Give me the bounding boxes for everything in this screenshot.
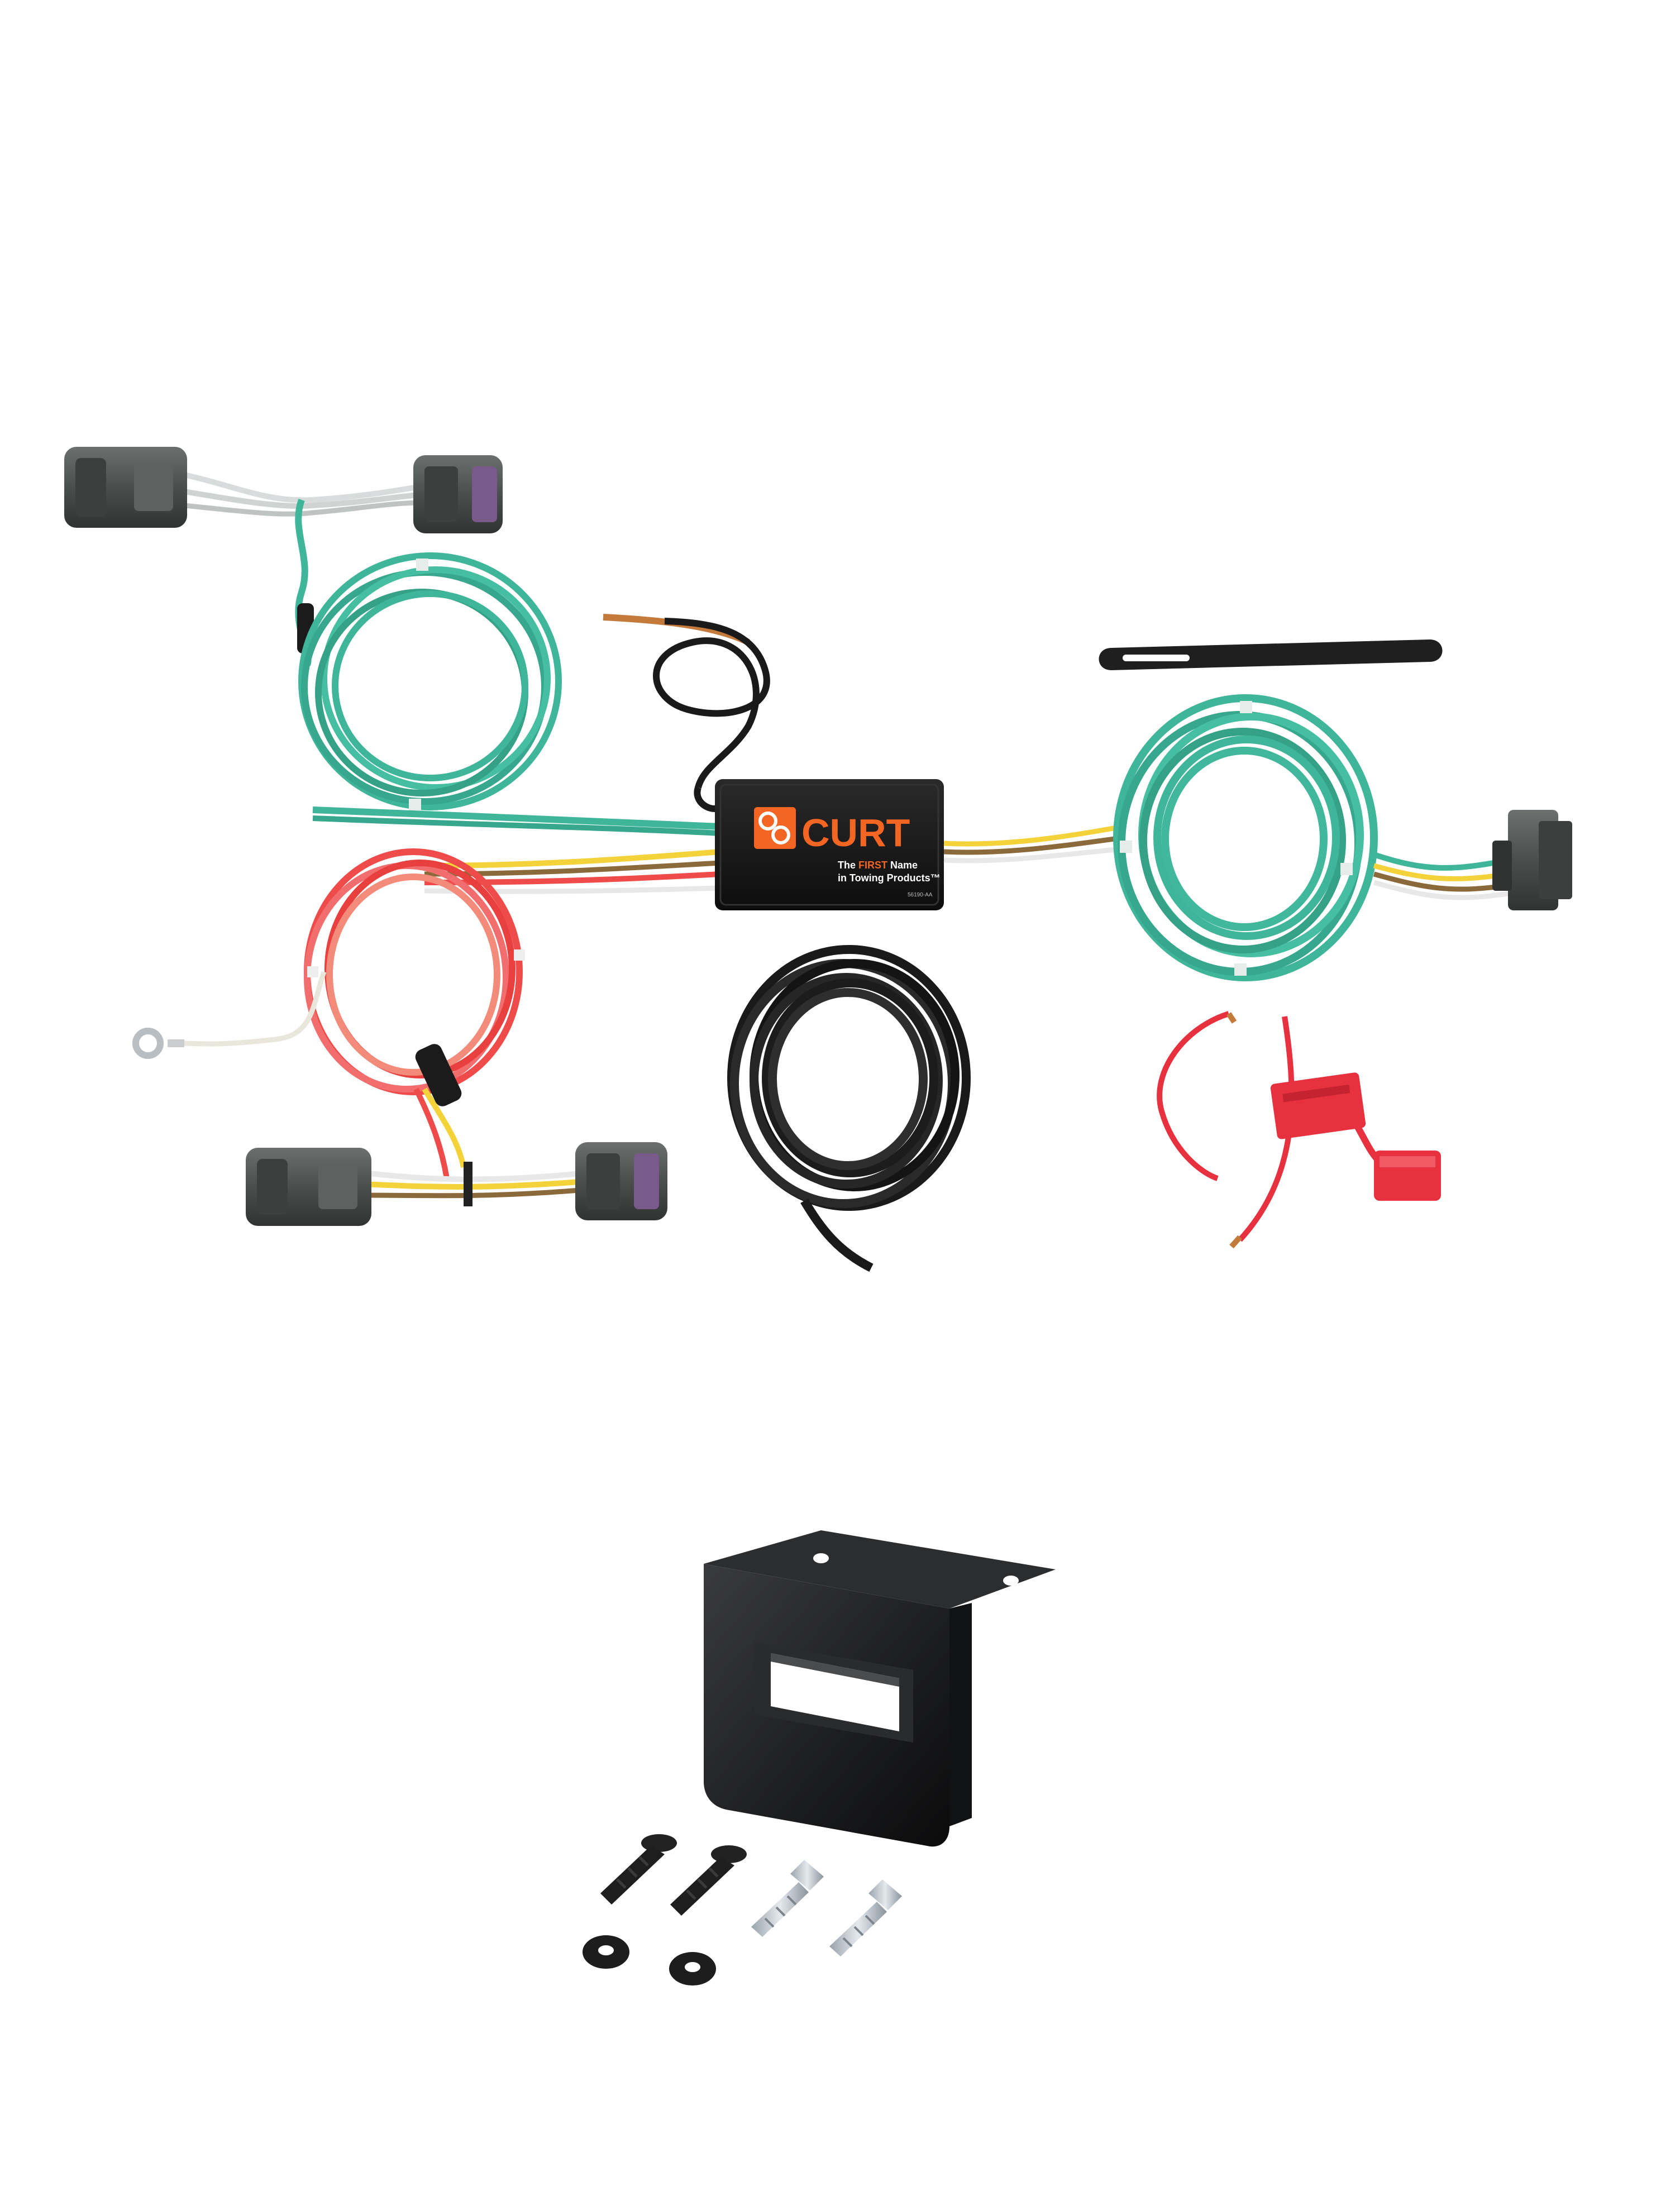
module-tagline-line2: in Towing Products™	[838, 872, 941, 884]
lock-nut-icon	[669, 1952, 716, 1986]
red-wire-coil	[304, 848, 523, 1095]
upper-left-connector-b	[413, 455, 503, 533]
module-brand: CURT	[801, 811, 910, 855]
four-way-flat-plug	[1492, 810, 1572, 910]
lower-left-connector-a	[246, 1148, 371, 1226]
right-harness	[943, 694, 1572, 981]
lower-left-harness	[132, 848, 721, 1226]
module-part-code: 56190-AA	[908, 892, 933, 898]
lower-left-connector-b	[575, 1142, 667, 1220]
heat-shrink	[415, 1044, 462, 1106]
module-tagline-line1: The FIRST Name	[838, 860, 918, 871]
self-tapping-screw-icon	[751, 1860, 824, 1937]
green-wire-coil-right	[1113, 694, 1378, 981]
converter-module: CURT The FIRST Name in Towing Products™ …	[715, 779, 944, 910]
upper-left-harness	[64, 447, 721, 836]
mounting-strap	[1099, 639, 1443, 670]
hardware-kit	[583, 1834, 902, 1986]
ring-terminal	[132, 1028, 164, 1059]
green-wire-coil-left	[298, 552, 562, 810]
bolt-icon	[600, 1834, 677, 1905]
connector-mounting-bracket	[704, 1530, 1056, 1847]
bolt-icon	[670, 1845, 747, 1916]
upper-left-connector-a	[64, 447, 187, 528]
curt-logo-icon	[754, 807, 796, 849]
black-wire-coil	[727, 945, 971, 1272]
inline-fuse-holder	[1157, 1011, 1441, 1249]
lock-nut-icon	[583, 1935, 629, 1969]
self-tapping-screw-icon	[829, 1879, 902, 1956]
